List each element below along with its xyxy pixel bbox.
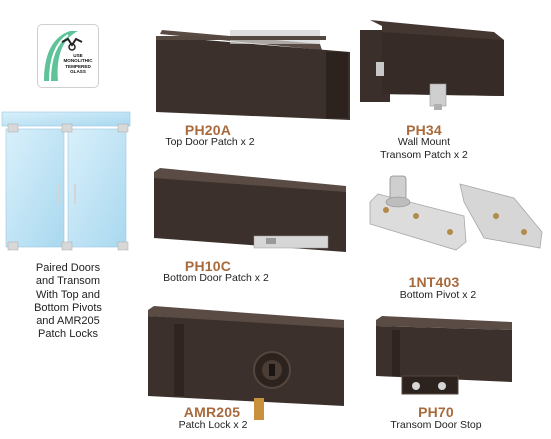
kit-description-line: and Transom bbox=[35, 275, 101, 288]
kit-description-line: Bottom Pivots bbox=[34, 301, 102, 314]
ph70-transom-door-stop-image bbox=[376, 316, 512, 395]
product-code-ph70: PH70 bbox=[418, 404, 454, 420]
product-desc-ph34: Wall Mount bbox=[397, 136, 451, 148]
product-code-1nt403: 1NT403 bbox=[408, 274, 460, 290]
glass-logo-icon bbox=[44, 31, 83, 82]
product-desc-ph70: Transom Door Stop bbox=[390, 419, 482, 431]
kit-description-line: Patch Locks bbox=[38, 328, 98, 341]
product-code-ph34: PH34 bbox=[406, 122, 442, 138]
paired-glass-doors-illustration bbox=[1, 111, 131, 251]
product-desc-ph10c: Bottom Door Patch x 2 bbox=[163, 272, 269, 284]
ph20a-top-patch-image bbox=[156, 30, 350, 120]
kit-description-line: and AMR205 bbox=[36, 315, 100, 328]
badge-line: MONOLITHIC bbox=[63, 58, 93, 64]
amr205-patch-lock-image bbox=[148, 306, 344, 420]
1nt403-bottom-pivot-image bbox=[369, 175, 543, 251]
product-code-ph20a: PH20A bbox=[184, 122, 232, 138]
product-code-amr205: AMR205 bbox=[183, 404, 241, 420]
product-desc2-ph34: Transom Patch x 2 bbox=[380, 149, 468, 161]
kit-description-line: Paired Doors bbox=[35, 262, 101, 274]
badge-line: TEMPERED bbox=[65, 63, 91, 69]
product-desc-1nt403: Bottom Pivot x 2 bbox=[399, 289, 477, 301]
product-code-ph10c: PH10C bbox=[184, 258, 232, 274]
product-desc-ph20a: Top Door Patch x 2 bbox=[165, 136, 255, 148]
ph34-wall-mount-transom-patch-image bbox=[360, 20, 504, 110]
kit-description-line: With Top and bbox=[35, 288, 100, 301]
tempered-glass-badge: USE MONOLITHIC TEMPERED GLASS bbox=[37, 24, 99, 88]
badge-line: USE bbox=[73, 53, 83, 58]
badge-line: GLASS bbox=[70, 69, 86, 75]
product-desc-amr205: Patch Lock x 2 bbox=[178, 419, 248, 431]
ph10c-bottom-door-patch-image bbox=[154, 168, 346, 252]
kit-description: Paired Doors and Transom With Top and Bo… bbox=[2, 262, 134, 342]
